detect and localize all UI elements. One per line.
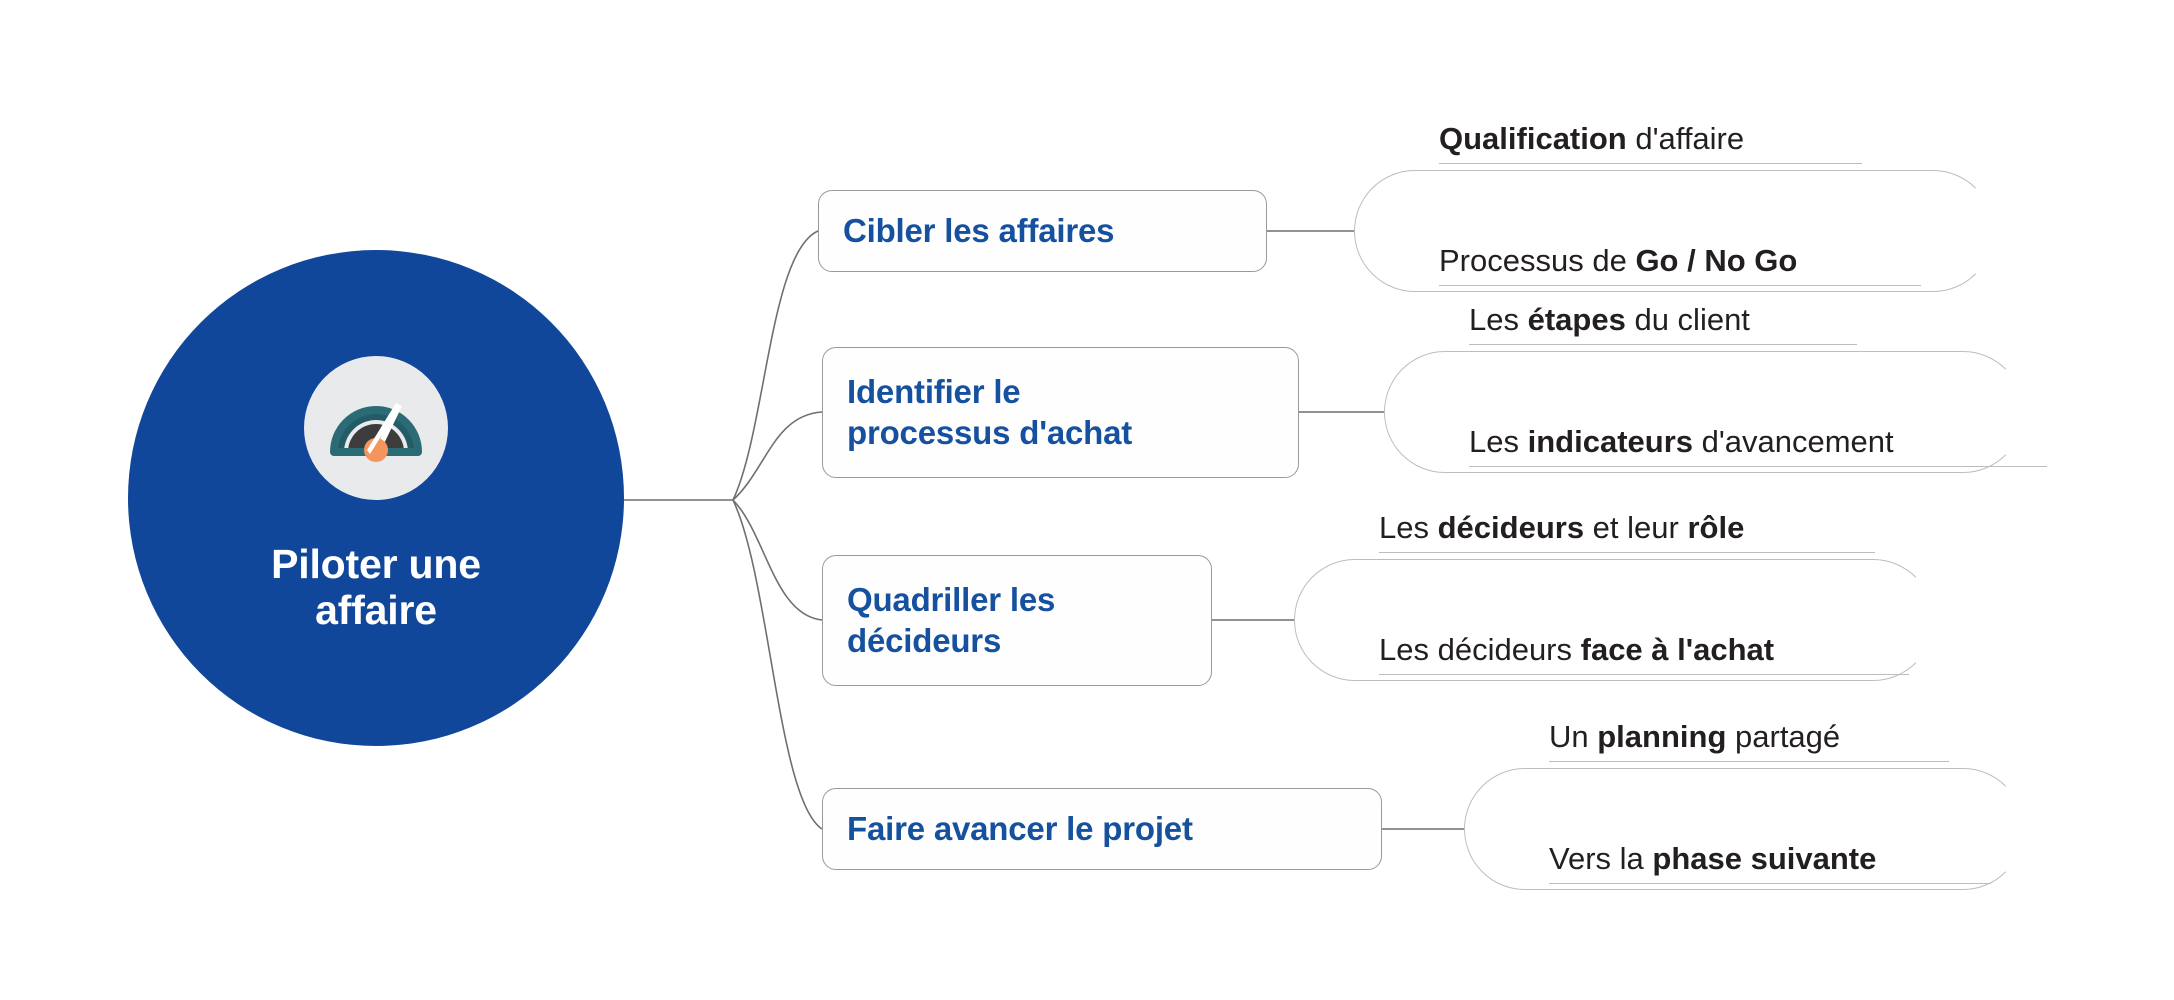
leaf-text-strong: Qualification xyxy=(1439,121,1627,156)
leaf-text-suffix: d'affaire xyxy=(1626,121,1745,156)
branch-box-cibler-les-affaires[interactable]: Cibler les affaires xyxy=(818,190,1267,272)
leaf-bracket xyxy=(1294,559,1934,681)
leaf-text-strong: indicateurs xyxy=(1527,424,1693,459)
leaf-text-prefix: Les xyxy=(1469,302,1528,337)
leaf-item[interactable]: Vers la phase suivante xyxy=(1549,843,1991,884)
leaf-text-strong: Go / No Go xyxy=(1635,243,1798,278)
branch-label: Quadriller les décideurs xyxy=(847,581,1056,659)
leaf-item[interactable]: Les décideurs face à l'achat xyxy=(1379,634,1909,675)
leaf-text-prefix: Les xyxy=(1469,424,1528,459)
leaf-text-strong: face à l'achat xyxy=(1580,632,1775,667)
leaf-text-prefix: Les xyxy=(1379,510,1438,545)
leaf-group-identifier-le-processus-dachat: Les étapes du client Les indicateurs d'a… xyxy=(1384,304,2164,473)
connector-branch-1 xyxy=(732,230,819,501)
leaf-bracket xyxy=(1384,351,2024,473)
branch-box-faire-avancer-le-projet[interactable]: Faire avancer le projet xyxy=(822,788,1382,870)
branch-box-identifier-le-processus-dachat[interactable]: Identifier le processus d'achat xyxy=(822,347,1299,478)
leaf-item[interactable]: Les décideurs et leur rôle xyxy=(1379,512,1875,553)
leaf-text-prefix: Processus de xyxy=(1439,243,1636,278)
leaf-text-strong: planning xyxy=(1597,719,1727,754)
leaf-text-suffix: du client xyxy=(1625,302,1750,337)
leaf-text-strong: étapes xyxy=(1527,302,1626,337)
leaf-text-prefix: Un xyxy=(1549,719,1598,754)
branch-label: Identifier le processus d'achat xyxy=(847,373,1133,451)
connector-branch-4 xyxy=(732,499,823,830)
branch-label: Faire avancer le projet xyxy=(847,809,1193,847)
leaf-bracket xyxy=(1464,768,2024,890)
leaf-item[interactable]: Les indicateurs d'avancement xyxy=(1469,426,2047,467)
gauge-icon xyxy=(304,356,448,501)
leaf-text-prefix: Vers la xyxy=(1549,841,1653,876)
leaf-group-cibler-les-affaires: Qualification d'affaire Processus de Go … xyxy=(1354,123,2134,292)
branch-label: Cibler les affaires xyxy=(843,211,1115,249)
leaf-item[interactable]: Processus de Go / No Go xyxy=(1439,245,1921,286)
leaf-text-suffix: et leur xyxy=(1584,510,1688,545)
connector-branch-3 xyxy=(732,499,823,621)
leaf-text-strong: décideurs xyxy=(1437,510,1585,545)
leaf-text-strong: phase suivante xyxy=(1652,841,1877,876)
leaf-item[interactable]: Un planning partagé xyxy=(1549,721,1949,762)
connector-branch-2 xyxy=(732,411,823,501)
leaf-text-suffix: d'avancement xyxy=(1693,424,1894,459)
leaf-group-faire-avancer-le-projet: Un planning partagé Vers la phase suivan… xyxy=(1464,721,2164,890)
leaf-group-quadriller-les-decideurs: Les décideurs et leur rôle Les décideurs… xyxy=(1294,512,2074,681)
leaf-text-strong-2: rôle xyxy=(1687,510,1745,545)
branch-box-quadriller-les-decideurs[interactable]: Quadriller les décideurs xyxy=(822,555,1212,686)
leaf-item[interactable]: Qualification d'affaire xyxy=(1439,123,1862,164)
leaf-item[interactable]: Les étapes du client xyxy=(1469,304,1857,345)
leaf-text-prefix: Les décideurs xyxy=(1379,632,1581,667)
leaf-text-suffix: partagé xyxy=(1726,719,1841,754)
root-label: Piloter une affaire xyxy=(271,541,481,633)
root-node[interactable]: Piloter une affaire xyxy=(128,250,624,746)
leaf-bracket xyxy=(1354,170,1994,292)
